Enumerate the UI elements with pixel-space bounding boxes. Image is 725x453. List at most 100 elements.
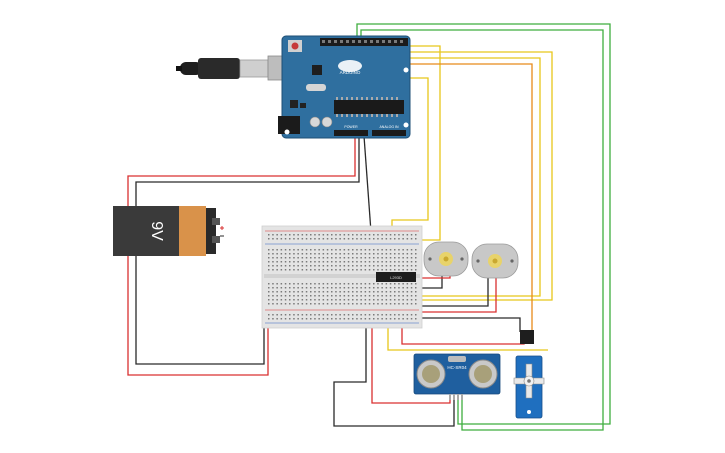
breadboard-hole[interactable] bbox=[305, 295, 308, 297]
breadboard-hole[interactable] bbox=[293, 314, 295, 316]
breadboard-hole[interactable] bbox=[335, 314, 337, 316]
breadboard-hole[interactable] bbox=[318, 257, 320, 259]
breadboard-hole[interactable] bbox=[410, 291, 413, 293]
breadboard-hole[interactable] bbox=[318, 265, 320, 267]
breadboard-hole[interactable] bbox=[360, 249, 362, 251]
breadboard-hole[interactable] bbox=[360, 291, 362, 293]
breadboard-hole[interactable] bbox=[356, 303, 358, 305]
breadboard-hole[interactable] bbox=[373, 303, 375, 305]
breadboard-hole[interactable] bbox=[368, 253, 371, 255]
breadboard-hole[interactable] bbox=[406, 238, 409, 240]
breadboard-hole[interactable] bbox=[276, 265, 278, 267]
breadboard-hole[interactable] bbox=[268, 287, 270, 289]
breadboard-hole[interactable] bbox=[373, 291, 375, 293]
breadboard-hole[interactable] bbox=[377, 303, 379, 305]
breadboard-hole[interactable] bbox=[331, 291, 333, 293]
breadboard-hole[interactable] bbox=[272, 291, 274, 293]
breadboard-hole[interactable] bbox=[377, 287, 379, 289]
breadboard-hole[interactable] bbox=[314, 295, 316, 297]
breadboard-hole[interactable] bbox=[289, 249, 291, 251]
red-power-wire-battery[interactable] bbox=[127, 136, 356, 376]
breadboard-hole[interactable] bbox=[284, 295, 287, 297]
breadboard-hole[interactable] bbox=[381, 318, 383, 320]
breadboard-hole[interactable] bbox=[276, 283, 278, 285]
breadboard-hole[interactable] bbox=[402, 234, 404, 236]
breadboard-hole[interactable] bbox=[381, 257, 383, 259]
power-jack[interactable] bbox=[278, 116, 300, 134]
breadboard-hole[interactable] bbox=[352, 295, 354, 297]
breadboard-hole[interactable] bbox=[343, 287, 346, 289]
breadboard-hole[interactable] bbox=[280, 283, 283, 285]
breadboard-hole[interactable] bbox=[284, 257, 287, 259]
breadboard-hole[interactable] bbox=[360, 234, 362, 236]
breadboard-hole[interactable] bbox=[364, 253, 367, 255]
breadboard-hole[interactable] bbox=[326, 295, 329, 297]
breadboard-hole[interactable] bbox=[335, 234, 337, 236]
breadboard-hole[interactable] bbox=[305, 318, 308, 320]
breadboard-hole[interactable] bbox=[415, 265, 417, 267]
breadboard-hole[interactable] bbox=[389, 261, 392, 263]
breadboard-hole[interactable] bbox=[381, 283, 383, 285]
breadboard-hole[interactable] bbox=[356, 234, 358, 236]
breadboard-hole[interactable] bbox=[326, 283, 329, 285]
breadboard-hole[interactable] bbox=[339, 249, 341, 251]
breadboard-hole[interactable] bbox=[415, 234, 417, 236]
breadboard-hole[interactable] bbox=[289, 318, 291, 320]
breadboard-hole[interactable] bbox=[364, 291, 367, 293]
battery-9v[interactable]: 9V bbox=[113, 206, 224, 256]
breadboard-hole[interactable] bbox=[331, 234, 333, 236]
breadboard-hole[interactable] bbox=[318, 238, 320, 240]
breadboard-hole[interactable] bbox=[347, 253, 350, 255]
breadboard-hole[interactable] bbox=[368, 291, 371, 293]
breadboard-hole[interactable] bbox=[356, 238, 358, 240]
breadboard-hole[interactable] bbox=[347, 261, 350, 263]
breadboard-hole[interactable] bbox=[284, 314, 287, 316]
breadboard-hole[interactable] bbox=[293, 257, 295, 259]
breadboard-hole[interactable] bbox=[347, 314, 350, 316]
breadboard-hole[interactable] bbox=[406, 291, 409, 293]
arduino-board[interactable]: ARDUINO POWER bbox=[278, 35, 411, 139]
breadboard-hole[interactable] bbox=[347, 234, 350, 236]
breadboard-hole[interactable] bbox=[377, 283, 379, 285]
breadboard-hole[interactable] bbox=[347, 291, 350, 293]
breadboard-hole[interactable] bbox=[402, 295, 404, 297]
breadboard-hole[interactable] bbox=[410, 287, 413, 289]
breadboard-hole[interactable] bbox=[314, 303, 316, 305]
breadboard-hole[interactable] bbox=[310, 234, 312, 236]
breadboard-hole[interactable] bbox=[297, 261, 299, 263]
breadboard-hole[interactable] bbox=[268, 261, 270, 263]
breadboard-hole[interactable] bbox=[394, 283, 396, 285]
ultrasonic-sensor[interactable]: HC-SR04 bbox=[413, 353, 501, 400]
breadboard-hole[interactable] bbox=[360, 299, 362, 301]
breadboard-hole[interactable] bbox=[385, 283, 388, 285]
breadboard-hole[interactable] bbox=[394, 299, 396, 301]
breadboard-hole[interactable] bbox=[360, 314, 362, 316]
breadboard-hole[interactable] bbox=[301, 287, 304, 289]
breadboard-hole[interactable] bbox=[373, 261, 375, 263]
breadboard-hole[interactable] bbox=[276, 257, 278, 259]
breadboard-hole[interactable] bbox=[410, 303, 413, 305]
breadboard-hole[interactable] bbox=[364, 318, 367, 320]
breadboard-hole[interactable] bbox=[389, 314, 392, 316]
breadboard-hole[interactable] bbox=[335, 265, 337, 267]
breadboard-hole[interactable] bbox=[402, 257, 404, 259]
breadboard-hole[interactable] bbox=[293, 287, 295, 289]
breadboard-hole[interactable] bbox=[301, 295, 304, 297]
breadboard-hole[interactable] bbox=[398, 234, 400, 236]
breadboard-hole[interactable] bbox=[368, 314, 371, 316]
breadboard-hole[interactable] bbox=[289, 269, 291, 271]
breadboard-hole[interactable] bbox=[301, 257, 304, 259]
breadboard-hole[interactable] bbox=[293, 269, 295, 271]
breadboard-hole[interactable] bbox=[415, 269, 417, 271]
breadboard-hole[interactable] bbox=[276, 249, 278, 251]
breadboard-hole[interactable] bbox=[360, 318, 362, 320]
breadboard-hole[interactable] bbox=[352, 283, 354, 285]
breadboard-hole[interactable] bbox=[389, 253, 392, 255]
breadboard-hole[interactable] bbox=[402, 249, 404, 251]
breadboard-hole[interactable] bbox=[356, 253, 358, 255]
breadboard-hole[interactable] bbox=[368, 238, 371, 240]
breadboard-hole[interactable] bbox=[293, 234, 295, 236]
breadboard-hole[interactable] bbox=[394, 257, 396, 259]
breadboard-hole[interactable] bbox=[377, 265, 379, 267]
breadboard-hole[interactable] bbox=[289, 234, 291, 236]
